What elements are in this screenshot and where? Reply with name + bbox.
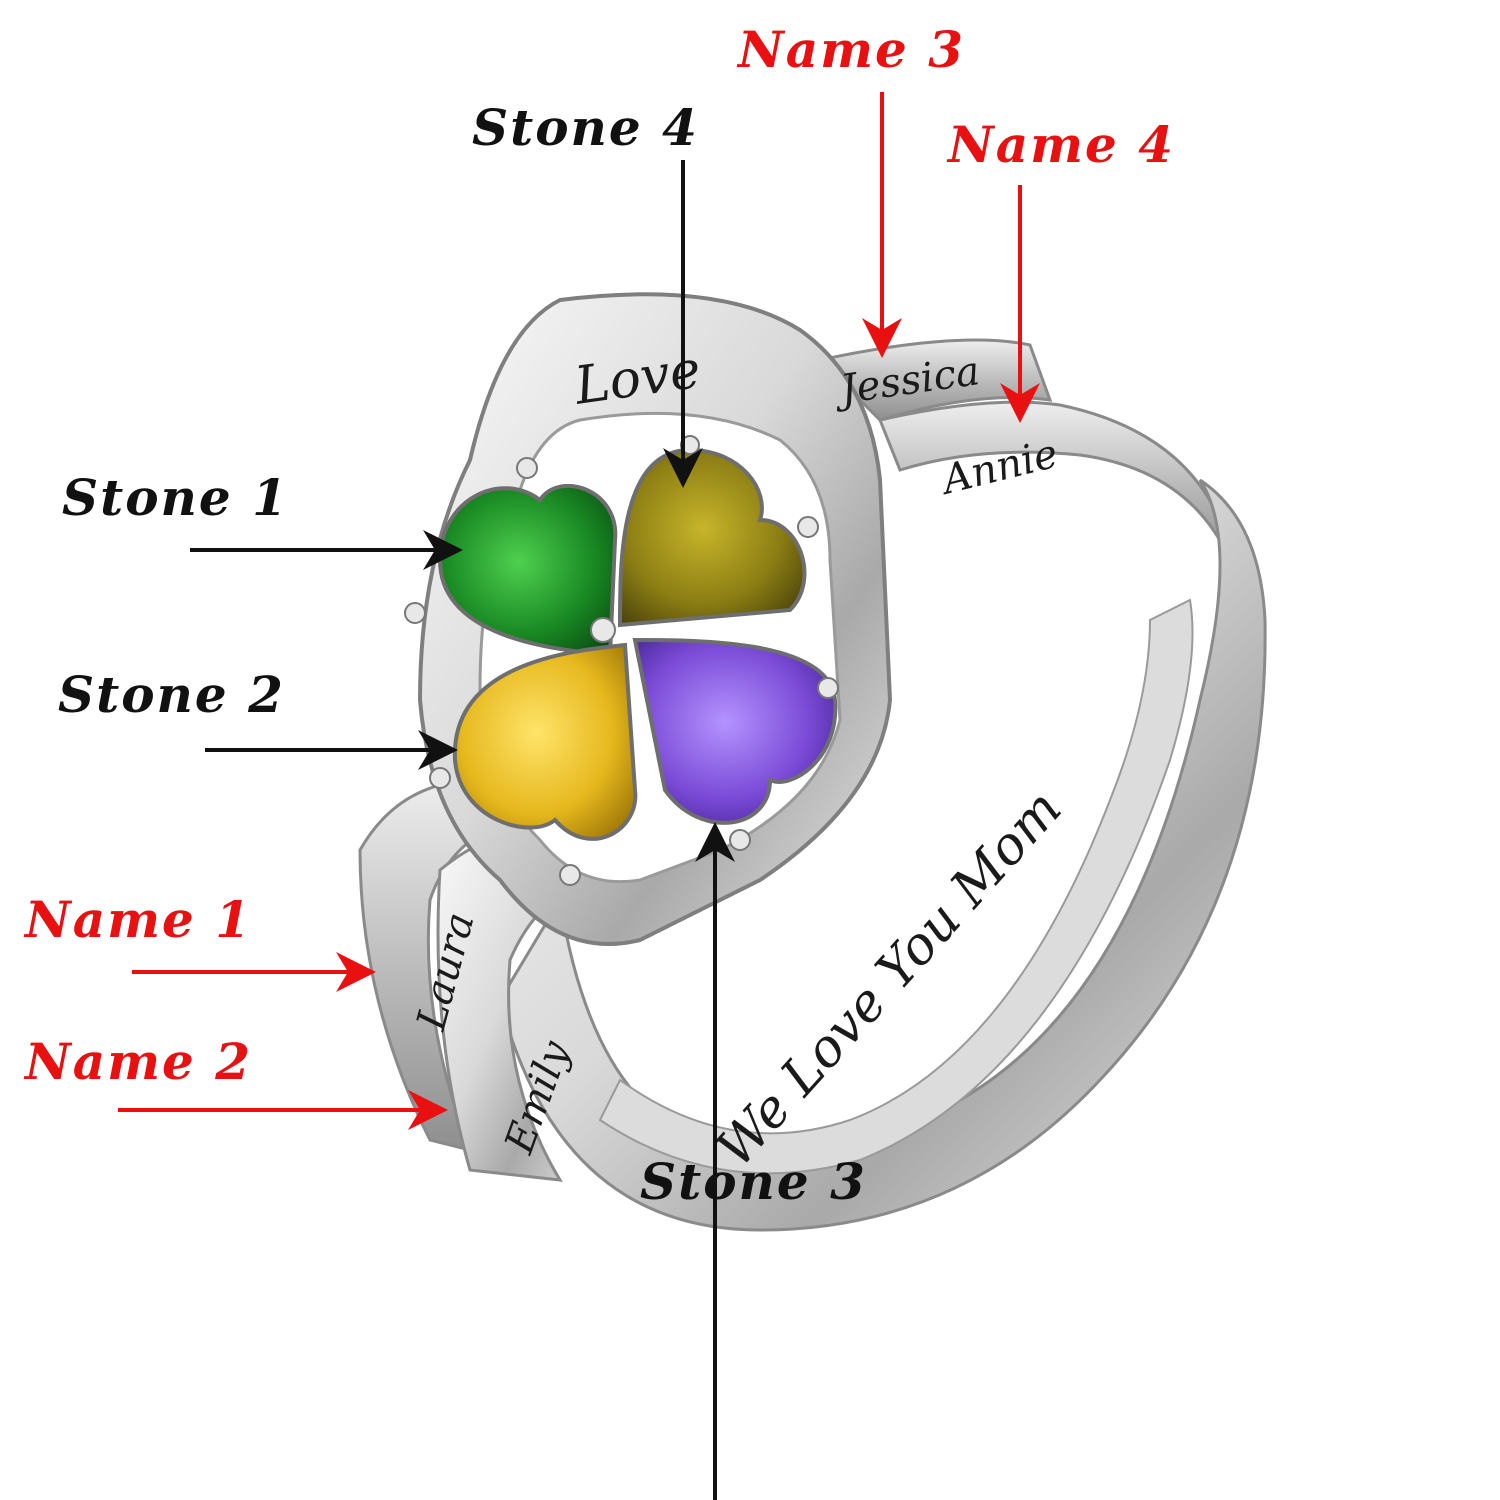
stone-yellow xyxy=(452,642,638,841)
stone-arrows xyxy=(190,160,735,1500)
label-name-2: Name 2 xyxy=(25,1032,253,1091)
stone-olive xyxy=(617,447,807,628)
label-stone-2: Stone 2 xyxy=(58,665,285,724)
label-stone-3: Stone 3 xyxy=(640,1152,867,1211)
label-name-1: Name 1 xyxy=(25,890,253,949)
prongs xyxy=(404,435,839,886)
main-band xyxy=(498,478,1267,1232)
name-arrows xyxy=(118,92,1040,1130)
label-name-3: Name 3 xyxy=(738,20,966,79)
stone-green xyxy=(437,483,618,658)
label-stone-4: Stone 4 xyxy=(472,98,699,157)
label-name-4: Name 4 xyxy=(948,115,1176,174)
label-stone-1: Stone 1 xyxy=(62,468,289,527)
